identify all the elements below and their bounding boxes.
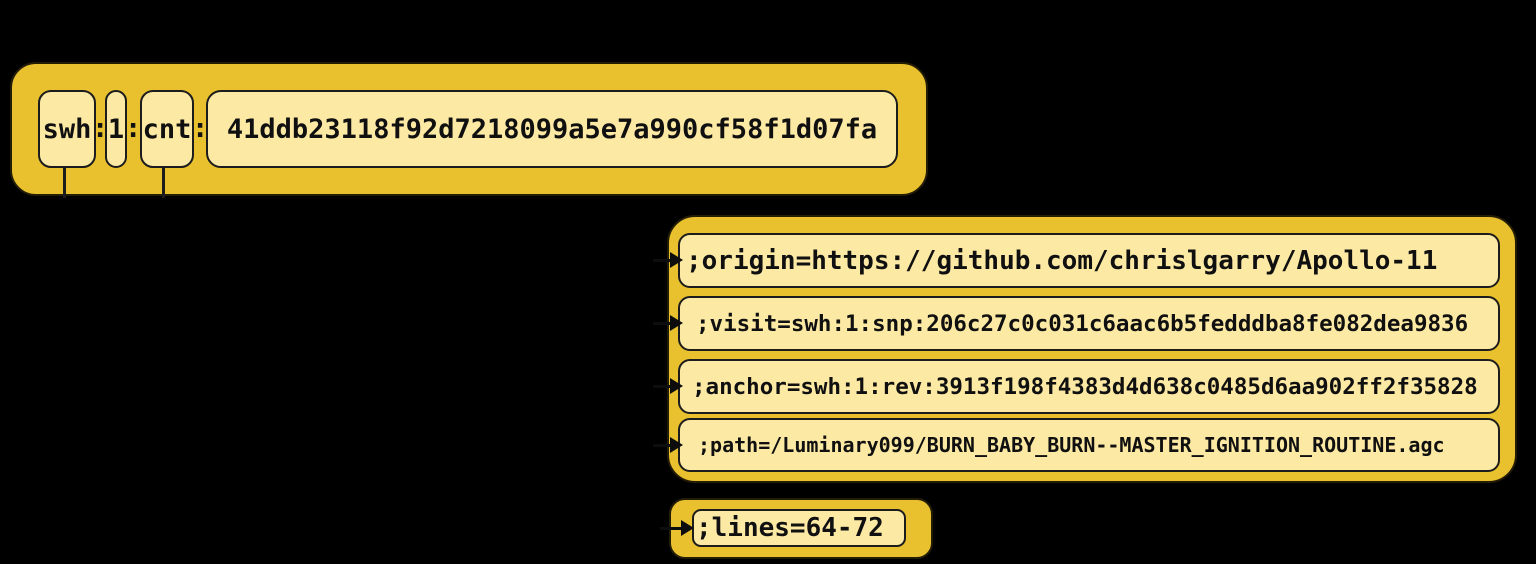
token-scheme: swh xyxy=(38,90,96,168)
separator-colon-3: : xyxy=(192,113,209,144)
arrow-right-icon xyxy=(653,315,683,331)
qualifier-visit: ;visit=swh:1:snp:206c27c0c031c6aac6b5fed… xyxy=(678,296,1500,351)
connector-line-object-type xyxy=(162,168,165,198)
separator-colon-1: : xyxy=(92,113,109,144)
separator-colon-2: : xyxy=(125,113,142,144)
arrow-right-icon xyxy=(653,252,683,268)
token-object-type: cnt xyxy=(140,90,194,168)
qualifier-anchor: ;anchor=swh:1:rev:3913f198f4383d4d638c04… xyxy=(678,359,1500,414)
token-version: 1 xyxy=(105,90,127,168)
arrow-right-icon xyxy=(653,378,683,394)
qualifier-origin: ;origin=https://github.com/chrislgarry/A… xyxy=(678,233,1500,288)
connector-line-scheme xyxy=(63,168,66,198)
qualifier-path: ;path=/Luminary099/BURN_BABY_BURN--MASTE… xyxy=(678,418,1500,472)
arrow-right-icon xyxy=(660,520,694,536)
qualifier-lines: ;lines=64-72 xyxy=(692,509,906,547)
arrow-right-icon xyxy=(653,437,683,453)
token-object-id: 41ddb23118f92d7218099a5e7a990cf58f1d07fa xyxy=(206,90,898,168)
